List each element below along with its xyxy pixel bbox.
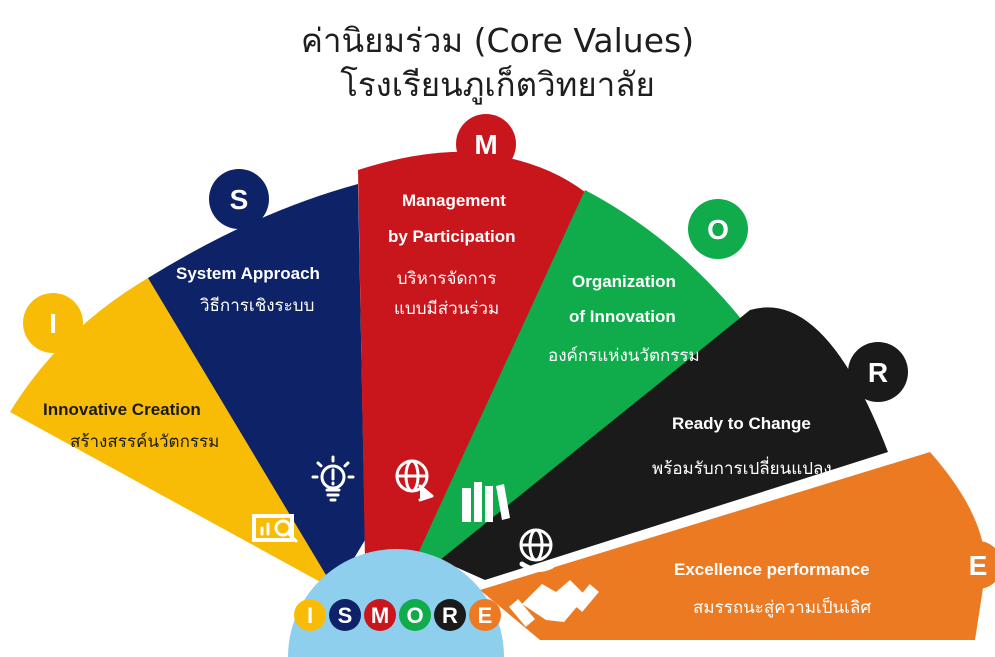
letter-badge-i: I xyxy=(23,293,83,353)
hub-letter-circle-r xyxy=(434,599,466,631)
value-m-th-line: บริหารจัดการ xyxy=(396,269,497,289)
letter-badge-circle xyxy=(954,541,995,589)
sector-m xyxy=(358,151,585,560)
letter-badge-circle xyxy=(688,199,748,259)
letter-badge-circle xyxy=(23,293,83,353)
hub-letter-circle-i xyxy=(294,599,326,631)
title-line-2: โรงเรียนภูเก็ตวิทยาลัย xyxy=(340,65,655,104)
letter-badge-m: M xyxy=(456,114,516,174)
value-r-th: พร้อมรับการเปลี่ยนแปลง xyxy=(652,459,832,479)
value-o-th: องค์กรแห่งนวัตกรรม xyxy=(548,346,700,366)
title-line-1: ค่านิยมร่วม (Core Values) xyxy=(300,21,695,60)
hub-letter-i: I xyxy=(307,603,313,628)
globe-hand-icon xyxy=(519,528,555,572)
presentation-chart-icon xyxy=(252,514,298,543)
value-r-en: Ready to Change xyxy=(672,414,811,433)
letter-badge-r: R xyxy=(848,342,908,402)
sector-o xyxy=(415,190,750,560)
letter-badge-text: I xyxy=(49,308,57,339)
hub-letter-circle-o xyxy=(399,599,431,631)
value-o-en-2: of Innovation xyxy=(569,307,676,326)
hub-letter-circle-m xyxy=(364,599,396,631)
sector-e xyxy=(480,452,986,640)
value-m-th-line: แบบมีส่วนร่วม xyxy=(394,299,500,319)
value-e-th: สมรรถนะสู่ความเป็นเลิศ xyxy=(693,598,872,618)
letter-badge-s: S xyxy=(209,169,269,229)
globe-arrow-icon xyxy=(395,459,434,502)
hub-letter-m: M xyxy=(371,603,389,628)
hub-letter-circle-e xyxy=(469,599,501,631)
value-m-en-1: Management xyxy=(402,191,506,210)
letter-badge-circle xyxy=(456,114,516,174)
value-s-th: วิธีการเชิงระบบ xyxy=(200,296,315,316)
letter-badge-circle xyxy=(209,169,269,229)
hub-letter-circle-s xyxy=(329,599,361,631)
lightbulb-icon xyxy=(311,455,355,502)
letter-badge-e: E xyxy=(954,541,995,589)
value-i-th: สร้างสรรค์นวัตกรรม xyxy=(70,432,220,452)
letter-badge-o: O xyxy=(688,199,748,259)
value-m-en-2: by Participation xyxy=(388,227,516,246)
value-e-en: Excellence performance xyxy=(674,560,870,579)
letter-badge-text: M xyxy=(474,129,497,160)
letter-badge-text: E xyxy=(969,550,988,581)
hub-letter-s: S xyxy=(338,603,353,628)
sector-r xyxy=(440,307,888,580)
sector-i xyxy=(10,278,348,590)
hub-letter-o: O xyxy=(406,603,423,628)
value-s-en: System Approach xyxy=(176,264,320,283)
value-m-th: บริหารจัดการแบบมีส่วนร่วม xyxy=(394,264,499,324)
letter-badge-text: O xyxy=(707,214,729,245)
books-icon xyxy=(462,482,510,522)
hub-letter-r: R xyxy=(442,603,458,628)
value-i-en: Innovative Creation xyxy=(43,400,201,419)
letter-badge-text: R xyxy=(868,357,888,388)
value-o-en-1: Organization xyxy=(572,272,676,291)
sector-s xyxy=(148,184,365,590)
letter-badge-text: S xyxy=(230,184,249,215)
letter-badge-circle xyxy=(848,342,908,402)
handshake-icon xyxy=(509,580,599,627)
hub-letter-e: E xyxy=(478,603,493,628)
